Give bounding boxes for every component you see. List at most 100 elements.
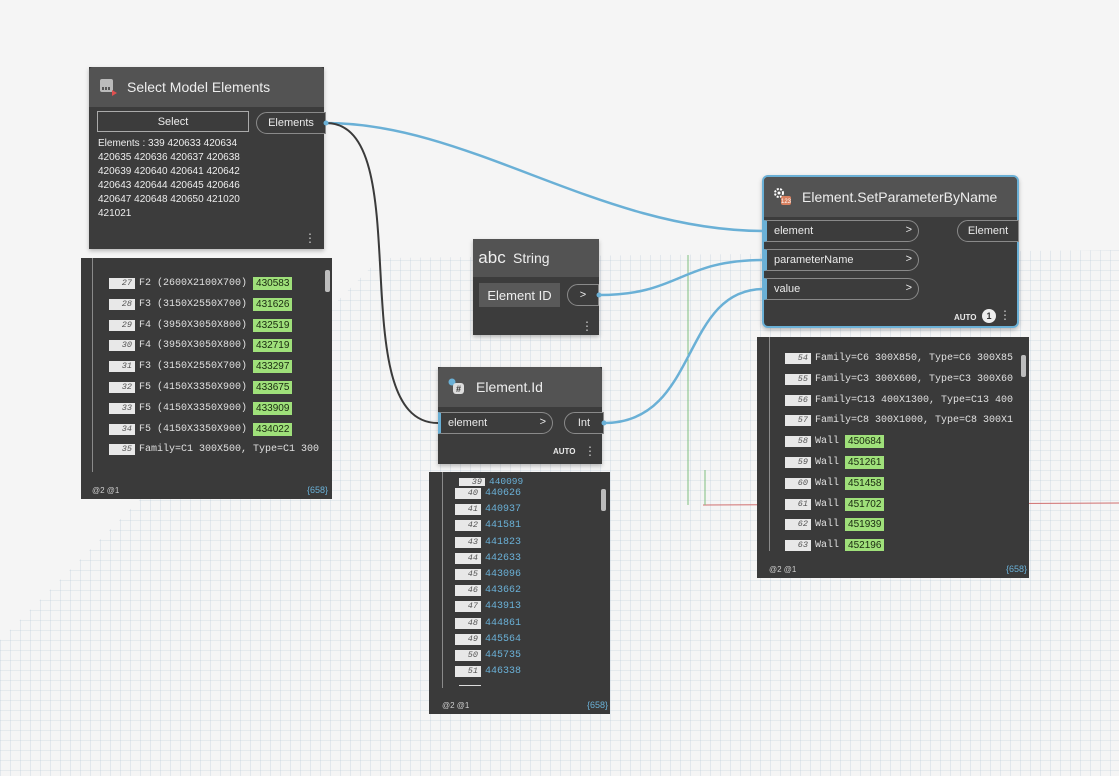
list-index: 47: [455, 601, 481, 613]
node-title: String: [513, 250, 550, 266]
scrollbar[interactable]: [1021, 355, 1026, 377]
preview-levels: @2 @1: [92, 486, 120, 495]
more-dots-icon[interactable]: ⋮: [584, 444, 596, 458]
lacing-label[interactable]: AUTO: [553, 447, 576, 456]
list-value: 440626: [485, 488, 522, 499]
list-value: 445564: [485, 633, 522, 645]
list-end-line: [459, 685, 481, 686]
list-text: Wall: [815, 540, 840, 551]
list-value: 450684: [845, 435, 885, 449]
svg-text:123: 123: [781, 199, 792, 205]
list-value: 431626: [253, 297, 293, 311]
list-index: 58: [785, 436, 811, 448]
list-text: F5 (4150X3350X900): [139, 402, 248, 414]
list-index: 35: [109, 444, 135, 456]
int-output-port[interactable]: Int: [564, 412, 604, 434]
more-dots-icon[interactable]: ⋮: [999, 308, 1011, 322]
list-index: 27: [109, 278, 135, 289]
list-text: F2 (2600X2100X700): [139, 278, 248, 289]
scrollbar[interactable]: [325, 270, 330, 292]
lacing-label[interactable]: AUTO: [954, 313, 977, 322]
list-item: 31 F3 (3150X2550X700) 433297: [109, 356, 293, 377]
list-text: Wall: [815, 457, 840, 468]
string-output-port[interactable]: >: [567, 284, 599, 306]
list-index: 30: [109, 340, 135, 352]
element-input-port[interactable]: element >: [438, 412, 553, 434]
list-value: 451458: [845, 476, 885, 490]
more-dots-icon[interactable]: ⋮: [581, 319, 593, 333]
list-item: 47 443913: [455, 596, 521, 617]
list-value: 446338: [485, 666, 522, 678]
tree-line: [442, 472, 443, 688]
port-label: parameterName: [774, 254, 854, 266]
list-value: 443913: [485, 601, 522, 613]
value-input-port[interactable]: value >: [764, 278, 919, 300]
list-text: Family=C3 300X600, Type=C3 300X60: [815, 373, 1014, 385]
list-index: 31: [109, 361, 135, 373]
element-input-port[interactable]: element >: [764, 220, 919, 242]
list-value: 430583: [253, 277, 293, 290]
list-value: 432719: [253, 339, 293, 353]
list-index: 62: [785, 519, 811, 531]
list-value: 443096: [485, 569, 522, 580]
list-text: F3 (3150X2550X700): [139, 361, 248, 373]
list-value: 443662: [485, 585, 522, 597]
preview-count: {658}: [306, 485, 328, 495]
warning-badge[interactable]: 1: [982, 309, 996, 323]
list-value: 433675: [253, 381, 293, 394]
selection-summary: Elements : 339 420633 420634 420635 4206…: [98, 138, 240, 219]
badge-count: 1: [986, 311, 992, 321]
list-value: 451702: [845, 497, 885, 511]
list-index: 50: [455, 650, 481, 661]
gear-function-icon: 123: [772, 186, 794, 208]
scrollbar[interactable]: [601, 489, 606, 511]
list-text: Family=C8 300X1000, Type=C8 300X1: [815, 415, 1014, 427]
list-item: 27 F2 (2600X2100X700) 430583: [109, 273, 293, 294]
select-button[interactable]: Select: [97, 111, 249, 132]
list-index: 63: [785, 540, 811, 551]
element-output-port[interactable]: Element: [957, 220, 1019, 242]
node-title: Element.SetParameterByName: [802, 189, 998, 205]
list-value: 433297: [253, 360, 293, 374]
list-index: 34: [109, 423, 135, 435]
parameter-name-input-port[interactable]: parameterName >: [764, 249, 919, 271]
tree-line: [769, 337, 770, 551]
select-model-elements-node[interactable]: Select Model Elements Select Elements : …: [89, 67, 324, 249]
list-index: 41: [455, 504, 481, 516]
more-dots-icon[interactable]: ⋮: [304, 231, 316, 245]
elements-output-port[interactable]: Elements: [256, 112, 326, 134]
node-header[interactable]: 123 Element.SetParameterByName: [764, 177, 1017, 217]
node-header[interactable]: abc String: [473, 239, 599, 277]
list-text: Family=C13 400X1300, Type=C13 400: [815, 394, 1014, 406]
node-title: Element.Id: [476, 379, 543, 395]
node-header[interactable]: # Element.Id: [438, 367, 602, 407]
list-index: 59: [785, 457, 811, 468]
list-index: 44: [455, 552, 481, 564]
node-header[interactable]: Select Model Elements: [89, 67, 324, 107]
list-text: F5 (4150X3350X900): [139, 423, 248, 435]
list-index: 29: [109, 319, 135, 331]
select-button-label: Select: [157, 115, 189, 128]
list-value: 445735: [485, 650, 522, 661]
list-value: 451939: [845, 518, 885, 532]
list-index: 49: [455, 633, 481, 645]
list-index: 61: [785, 498, 811, 510]
string-value-input[interactable]: Element ID: [479, 283, 560, 307]
